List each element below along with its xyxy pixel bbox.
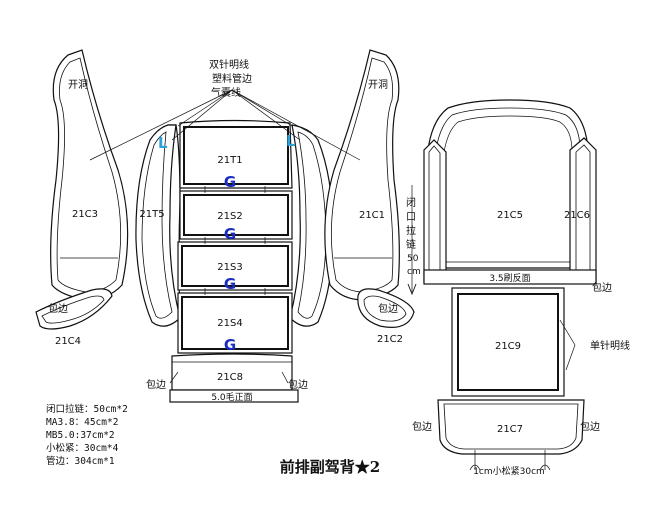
label-21c3: 21C3 — [72, 209, 98, 220]
annot-binding-r2: 包边 — [412, 420, 432, 433]
mark-g-1: G — [224, 173, 236, 191]
annot-reverse-brush: 3.5刷反面 — [489, 273, 530, 284]
note-2: MA3.8：45cm*2 — [46, 417, 118, 428]
mark-l-right: L — [286, 132, 296, 150]
piece-21c3 — [50, 49, 129, 301]
annot-zipper-len: 50 — [407, 254, 419, 264]
annot-plastic-piping: 塑料管边 — [212, 72, 252, 85]
label-21c5: 21C5 — [497, 210, 523, 221]
label-21c6: 21C6 — [564, 210, 590, 221]
piece-21c1 — [289, 124, 334, 327]
leader-lines — [89, 89, 361, 161]
label-21s2: 21S2 — [217, 211, 242, 222]
mark-g-4: G — [224, 336, 236, 354]
note-1: 闭口拉链：50cm*2 — [46, 403, 128, 415]
annot-plush-front: 5.0毛正面 — [211, 391, 252, 403]
note-3: MB5.0:37cm*2 — [46, 430, 115, 441]
piece-21t5 — [135, 124, 181, 327]
piece-21c5 — [427, 99, 589, 269]
annot-zipper-3: 拉 — [406, 224, 416, 237]
annot-binding-c8-left: 包边 — [146, 378, 166, 391]
annot-binding-left2: 包边 — [378, 302, 398, 315]
piece-21c8 — [169, 353, 299, 403]
label-21c9: 21C9 — [495, 341, 521, 352]
label-21c4: 21C4 — [55, 336, 81, 347]
piece-21c6 — [569, 137, 597, 283]
piece-21c7 — [437, 399, 585, 471]
label-21t1: 21T1 — [217, 155, 242, 166]
note-4: 小松紧：30cm*4 — [46, 442, 119, 454]
label-21c7: 21C7 — [497, 424, 523, 435]
annot-binding-left: 包边 — [48, 302, 68, 315]
mark-l-left: L — [158, 134, 168, 152]
piece-c5-left-strip — [423, 139, 447, 283]
label-21t5: 21T5 — [139, 209, 164, 220]
annot-single-stitch: 单针明线 — [590, 339, 630, 352]
binding-leaders — [169, 319, 576, 384]
annot-open-hole-right: 开洞 — [368, 79, 388, 91]
zipper-arrow — [407, 185, 417, 296]
annot-zipper-4: 链 — [406, 238, 416, 251]
label-21s4: 21S4 — [217, 318, 242, 329]
annot-open-hole-left: 开洞 — [68, 79, 88, 91]
piece-21c4 — [35, 288, 113, 330]
diagram-title: 前排副驾背★2 — [280, 458, 380, 476]
annot-binding-r1: 包边 — [592, 281, 612, 294]
label-21c1: 21C1 — [359, 210, 385, 221]
annot-double-stitch: 双针明线 — [209, 58, 249, 71]
piece-21s3 — [177, 241, 293, 291]
annot-zipper-2: 口 — [406, 212, 416, 223]
seam-notches — [204, 186, 266, 295]
annot-airbag-line: 气囊线 — [211, 86, 241, 99]
piece-21t1 — [179, 119, 293, 189]
label-21c8: 21C8 — [217, 372, 243, 383]
piece-21s2 — [179, 190, 293, 240]
piece-reverse-band — [423, 269, 597, 285]
piece-21c9 — [451, 287, 565, 397]
mark-g-2: G — [224, 225, 236, 243]
annot-zipper-unit: cm — [407, 267, 421, 277]
piece-21c2 — [357, 288, 415, 328]
mark-g-3: G — [224, 275, 236, 293]
label-21s3: 21S3 — [217, 262, 242, 273]
annot-elastic: 1cm小松紧30cm — [473, 465, 545, 477]
annot-zipper-1: 闭 — [406, 196, 416, 209]
label-21c2: 21C2 — [377, 334, 403, 345]
annot-binding-c8-right: 包边 — [288, 378, 308, 391]
annot-binding-r3: 包边 — [580, 420, 600, 433]
piece-right-outer — [324, 49, 400, 301]
piece-21s4 — [177, 292, 293, 354]
note-5: 管边：304cm*1 — [46, 455, 115, 467]
